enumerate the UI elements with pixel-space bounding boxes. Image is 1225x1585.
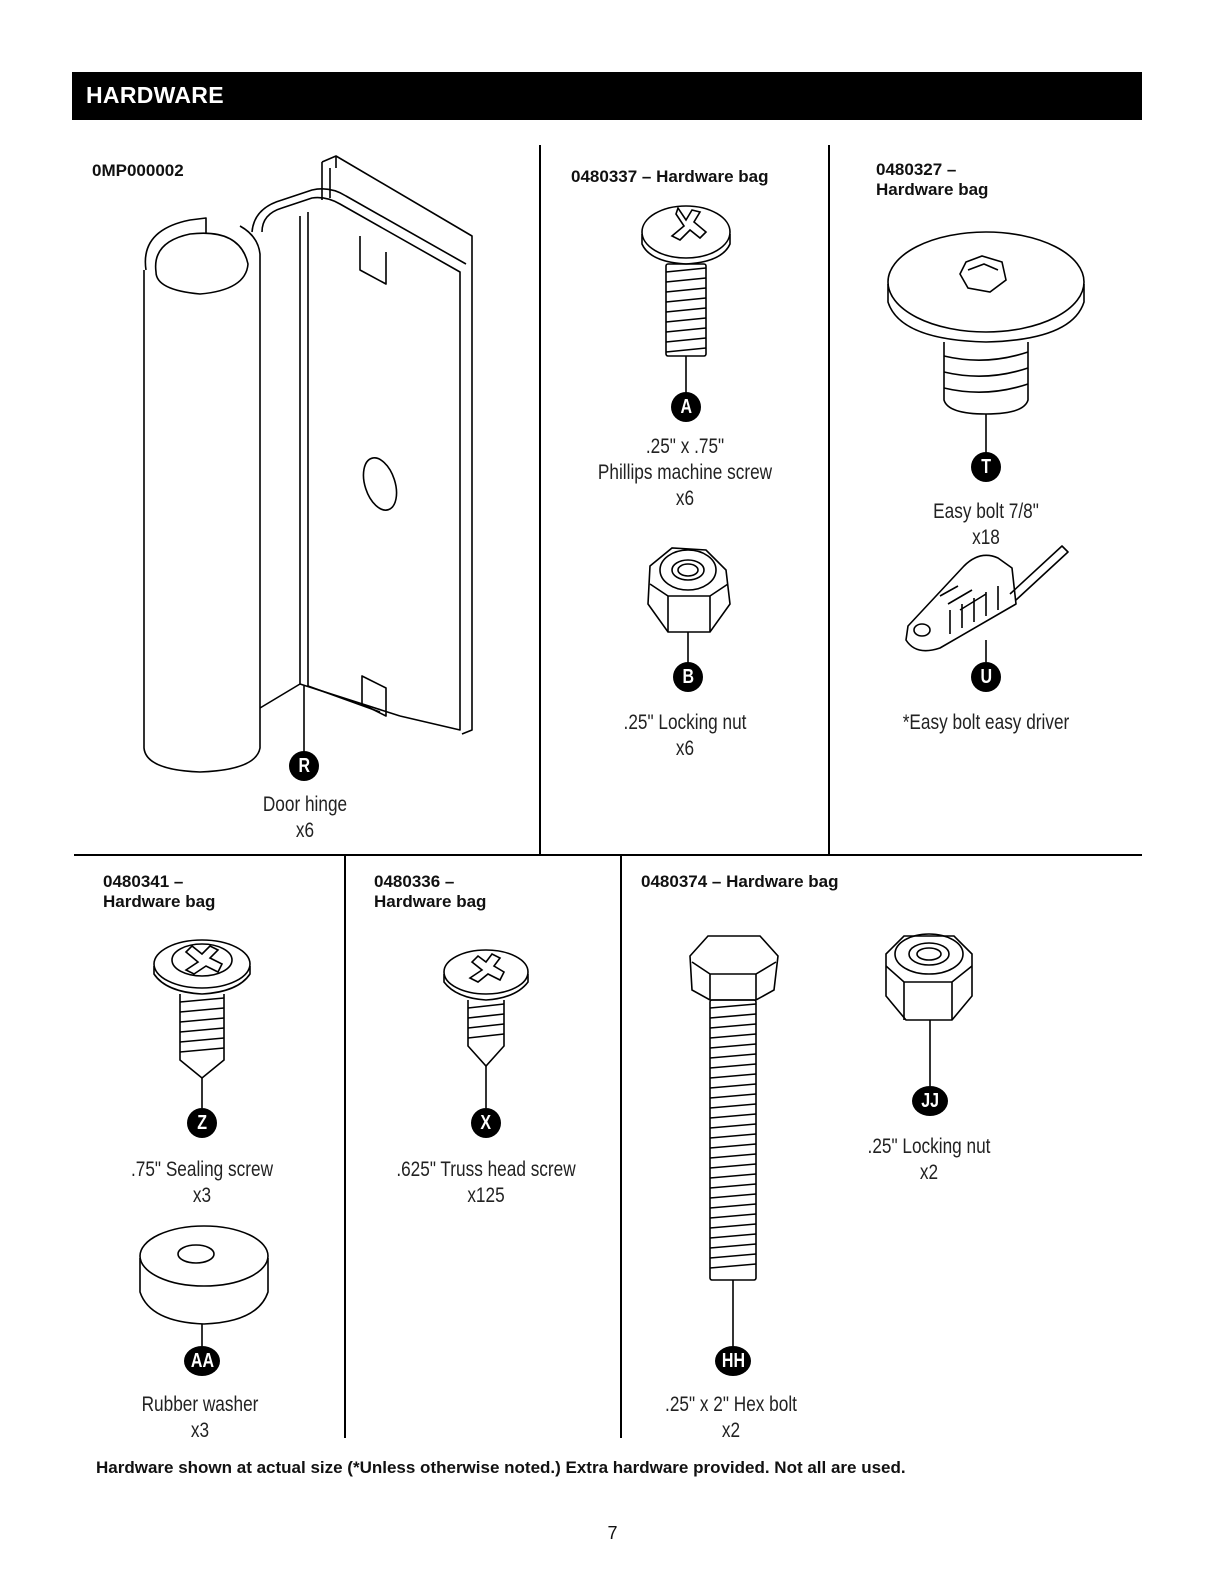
truss-screw-caption: .625" Truss head screw x125: [396, 1158, 576, 1207]
badge-b: B: [673, 662, 703, 692]
badge-jj: JJ: [912, 1086, 948, 1116]
divider: [344, 856, 346, 1438]
part-number-0mp000002: 0MP000002: [92, 161, 184, 180]
part-number-0480336: 0480336 – Hardware bag: [374, 872, 487, 911]
easy-bolt-caption: Easy bolt 7/8" x18: [933, 500, 1039, 549]
door-hinge-caption: Door hinge x6: [262, 793, 348, 842]
phillips-screw-caption: .25" x .75" Phillips machine screw x6: [597, 435, 773, 510]
divider: [828, 145, 830, 855]
footer-note: Hardware shown at actual size (*Unless o…: [96, 1458, 906, 1477]
locking-nut-jj-caption: .25" Locking nut x2: [867, 1135, 991, 1184]
rubber-washer-caption: Rubber washer x3: [141, 1393, 259, 1442]
part-number-0480341: 0480341 – Hardware bag: [103, 872, 216, 911]
badge-hh: HH: [715, 1346, 751, 1376]
sealing-screw-caption: .75" Sealing screw x3: [130, 1158, 274, 1207]
badge-r: R: [289, 751, 319, 781]
badge-t: T: [971, 452, 1001, 482]
locking-nut-b-caption: .25" Locking nut x6: [623, 711, 747, 760]
badge-a: A: [671, 392, 701, 422]
page-number: 7: [607, 1523, 618, 1543]
divider: [74, 854, 1142, 856]
easy-driver-caption: *Easy bolt easy driver: [902, 711, 1070, 734]
hex-bolt-caption: .25" x 2" Hex bolt x2: [665, 1393, 797, 1442]
divider: [620, 856, 622, 1438]
part-number-0480327: 0480327 – Hardware bag: [876, 160, 989, 199]
section-title: HARDWARE: [86, 82, 224, 108]
section-header: HARDWARE: [72, 72, 1142, 120]
part-number-0480374: 0480374 – Hardware bag: [641, 872, 839, 891]
badge-aa: AA: [184, 1346, 220, 1376]
badge-u: U: [971, 662, 1001, 692]
divider: [539, 145, 541, 855]
badge-x: X: [471, 1108, 501, 1138]
part-number-0480337: 0480337 – Hardware bag: [571, 167, 769, 186]
badge-z: Z: [187, 1108, 217, 1138]
